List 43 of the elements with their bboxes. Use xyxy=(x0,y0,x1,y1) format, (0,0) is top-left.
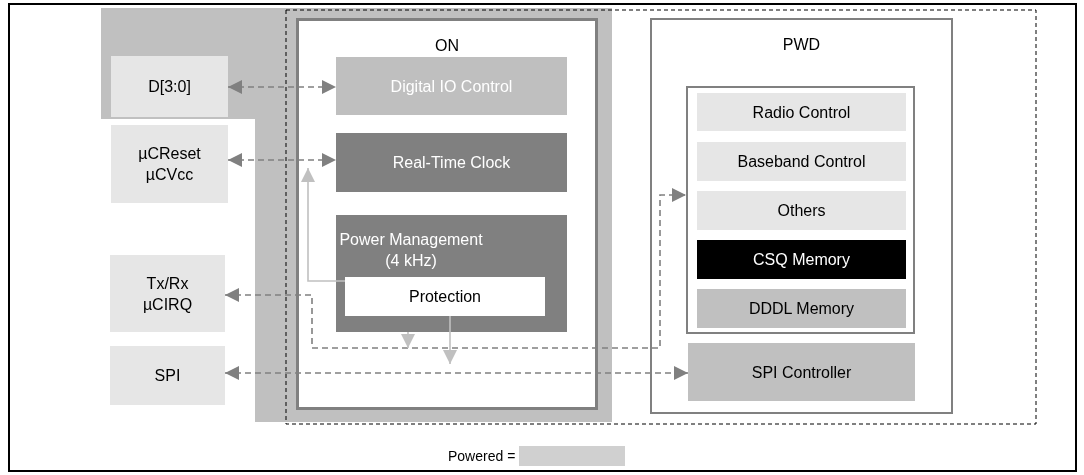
block-label: µCReset xyxy=(138,144,201,164)
block-label: DDDL Memory xyxy=(748,299,855,319)
domain-box xyxy=(650,18,953,414)
signal-box xyxy=(110,346,225,405)
block-box xyxy=(336,215,567,332)
block-label: µCIRQ xyxy=(142,294,193,315)
signal-box xyxy=(111,56,228,117)
block-label: D[3:0] xyxy=(148,77,191,97)
block-label: µCVcc xyxy=(145,165,194,185)
block-box xyxy=(697,142,906,181)
block-label: Baseband Control xyxy=(737,152,866,172)
arrow xyxy=(401,331,415,349)
block-box xyxy=(697,289,906,328)
block-label: Tx/Rx xyxy=(146,273,189,294)
domain-label: PWD xyxy=(781,35,822,55)
block-box xyxy=(697,240,906,279)
signal-box xyxy=(111,125,228,203)
arrow xyxy=(224,366,689,380)
block-label: SPI xyxy=(154,366,181,386)
block-box xyxy=(697,191,906,230)
domain-label: ON xyxy=(434,36,460,56)
domain-box xyxy=(296,18,598,410)
block-box xyxy=(345,277,545,316)
block-label: CSQ Memory xyxy=(753,250,850,270)
block-label: Digital IO Control xyxy=(390,76,513,97)
arrow xyxy=(227,80,337,94)
block-label: SPI Controller xyxy=(751,362,852,383)
domain-label: Power Management (4 kHz) xyxy=(338,230,484,271)
block-box xyxy=(336,133,567,192)
group-box xyxy=(686,86,915,334)
arrow xyxy=(443,315,457,365)
block-box xyxy=(688,343,915,401)
block-box xyxy=(336,57,567,115)
block-box xyxy=(697,93,906,131)
signal-box xyxy=(110,255,225,332)
legend-label: Powered = xyxy=(448,448,516,464)
arrow xyxy=(227,153,337,167)
block-label: Others xyxy=(777,201,826,221)
block-label: Real-Time Clock xyxy=(392,153,511,173)
block-label: Protection xyxy=(408,287,481,307)
block-label: Radio Control xyxy=(752,102,851,123)
arrow xyxy=(224,188,687,349)
arrow xyxy=(301,167,346,282)
